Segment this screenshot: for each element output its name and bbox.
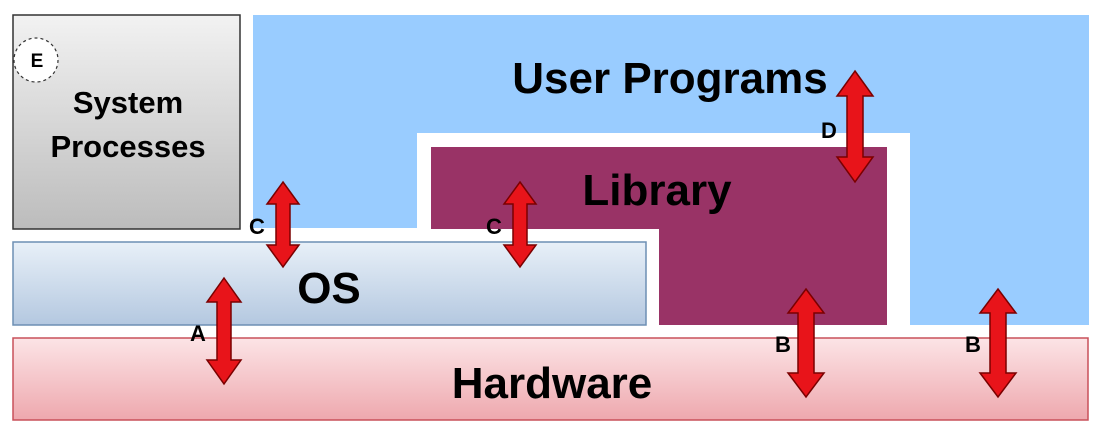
library-block: [431, 147, 887, 325]
user-programs-block: [253, 15, 1089, 325]
library-label: Library: [582, 166, 732, 215]
interface-b-right-label: B: [965, 332, 981, 357]
interface-b-left-label: B: [775, 332, 791, 357]
arrow-b-left: [786, 287, 826, 399]
interface-d-label: D: [821, 118, 837, 143]
interface-c-right-label: C: [486, 214, 502, 239]
interface-c-left-label: C: [249, 214, 265, 239]
system-processes-label-line1: System: [73, 85, 183, 120]
interface-e-label: E: [31, 51, 44, 72]
arrow-d: [835, 69, 875, 184]
os-label: OS: [297, 264, 361, 313]
interface-a-label: A: [190, 321, 206, 346]
user-programs-label: User Programs: [512, 54, 827, 103]
hardware-label: Hardware: [452, 359, 653, 408]
interface-e-circle: [13, 37, 59, 83]
arrow-b-right: [978, 287, 1018, 399]
arrow-a: [205, 276, 243, 386]
hardware-block: [12, 337, 1089, 421]
os-block: [12, 241, 647, 326]
arrow-c-right: [502, 180, 538, 269]
arrow-c-left: [265, 180, 301, 269]
system-processes-label-line2: Processes: [50, 129, 205, 164]
